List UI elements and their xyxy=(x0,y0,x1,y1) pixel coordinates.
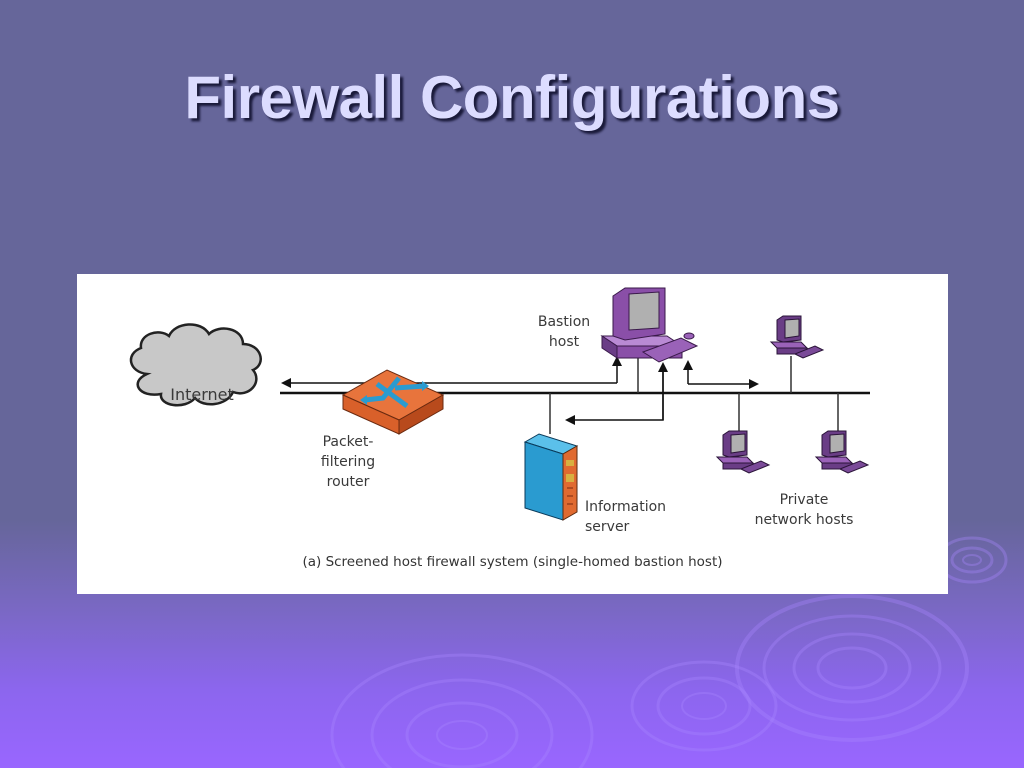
private-network-hosts-label: Private network hosts xyxy=(754,492,854,528)
cloud-icon xyxy=(129,323,262,407)
router-icon xyxy=(341,369,445,435)
diagram-panel: Internet Packet- filtering router Bastio… xyxy=(77,274,948,594)
traffic-flow-arrows xyxy=(281,356,759,425)
ripple-large xyxy=(735,594,969,742)
internet-label: Internet xyxy=(170,385,234,404)
server-rack-icon xyxy=(523,433,579,521)
private-host-icon-right xyxy=(814,430,870,474)
network-diagram xyxy=(129,287,870,521)
slide-title: Firewall Configurations xyxy=(184,64,840,131)
router-label: Packet- filtering router xyxy=(320,434,376,490)
ripple-small xyxy=(936,536,1008,584)
ripple-bottom xyxy=(330,653,594,768)
bastion-host-label: Bastion host xyxy=(537,314,591,350)
private-host-icon-left xyxy=(715,430,771,474)
ripple-medium xyxy=(630,660,778,752)
drop-lines xyxy=(549,356,839,434)
bastion-host-icon xyxy=(600,287,699,363)
private-host-icon-top xyxy=(769,315,825,359)
information-server-label: Information server xyxy=(585,499,667,535)
figure-caption: (a) Screened host firewall system (singl… xyxy=(302,554,723,570)
